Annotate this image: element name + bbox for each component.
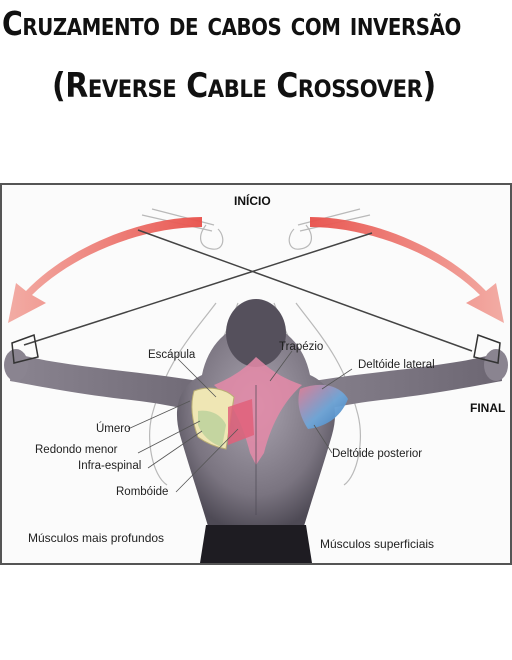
deltoid-muscle <box>298 384 348 429</box>
left-arm <box>10 353 230 423</box>
right-arrow <box>310 217 504 323</box>
label-infra-espinal: Infra-espinal <box>78 460 142 472</box>
caption-deep-muscles: Músculos mais profundos <box>28 531 165 545</box>
illustration-drawing <box>4 208 508 563</box>
label-umero: Úmero <box>96 423 131 435</box>
caption-superficial-muscles: Músculos superficiais <box>320 537 435 551</box>
label-deltoide-lateral: Deltóide lateral <box>358 359 435 371</box>
rhomboid-muscle <box>228 399 254 445</box>
label-deltoide-posterior: Deltóide posterior <box>332 448 423 460</box>
title-line-1: Cruzamento de cabos com inversão <box>2 4 461 43</box>
start-label: INÍCIO <box>234 194 271 208</box>
trapezius-muscle <box>214 357 302 465</box>
label-redondo-menor: Redondo menor <box>35 444 118 456</box>
label-romboide: Rombóide <box>116 486 169 498</box>
title-line-2: (Reverse Cable Crossover) <box>52 66 436 106</box>
label-trapezio: Trapézio <box>279 341 324 353</box>
final-label: FINAL <box>470 401 506 415</box>
exercise-illustration: INÍCIO FINAL Escápula Úmero Redondo meno… <box>0 183 512 565</box>
shorts <box>200 525 312 563</box>
label-escapula: Escápula <box>148 349 196 361</box>
left-arrow <box>8 217 202 323</box>
head <box>226 299 286 367</box>
